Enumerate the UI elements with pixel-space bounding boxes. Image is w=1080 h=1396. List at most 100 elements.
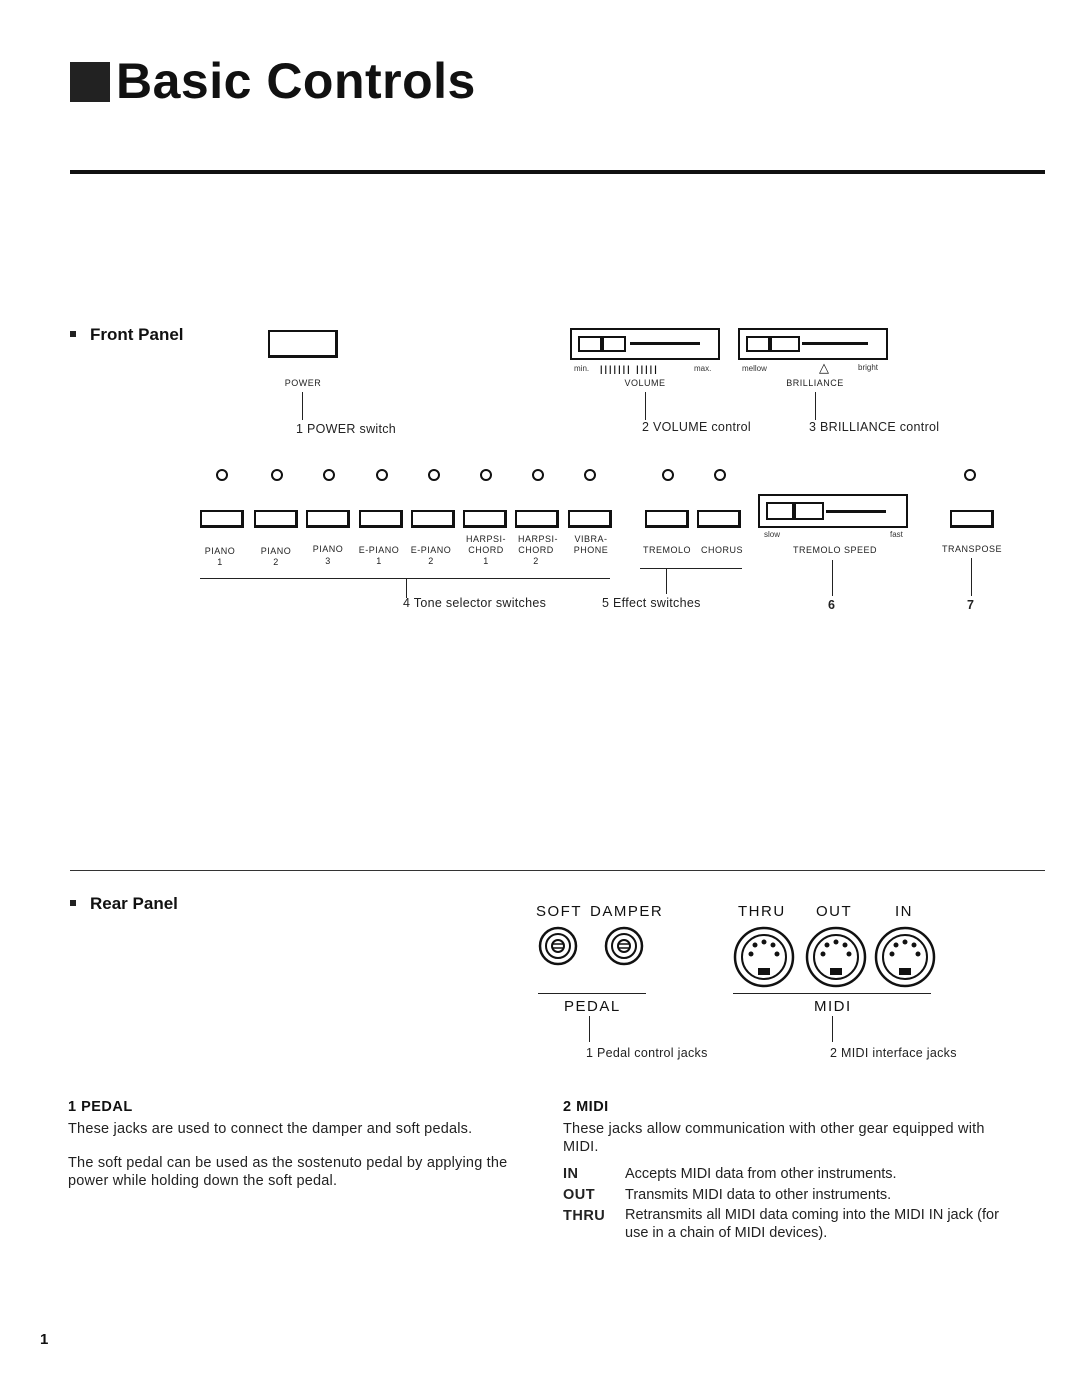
tone-callout: 4 Tone selector switches [403,596,547,610]
volume-label: VOLUME [624,378,666,388]
tone-label: PHONE [573,545,609,555]
volume-max: max. [694,364,712,373]
tone-label: E-PIANO [358,545,400,555]
midi-description-heading: 2 MIDI [563,1099,609,1115]
tone-button-harpsichord-2[interactable] [515,510,559,528]
midi-in-jack[interactable] [874,926,936,988]
pedal-description-paragraph: These jacks are used to connect the damp… [68,1121,473,1137]
volume-track [630,342,700,345]
tremolo-speed-knob[interactable] [766,502,794,520]
volume-knob[interactable] [578,336,602,352]
tone-led [428,469,440,481]
tremolo-speed-label: TREMOLO SPEED [792,545,877,555]
tone-number: 1 [217,557,223,567]
thru-jack-label: THRU [738,903,786,920]
page-number: 1 [40,1331,49,1348]
midi-in-row: IN Accepts MIDI data from other instrume… [563,1164,1008,1184]
tone-button-piano-1[interactable] [200,510,244,528]
brilliance-label: BRILLIANCE [786,378,844,388]
brilliance-knob-right [770,336,800,352]
tone-bracket [200,578,610,579]
transpose-callout-line [971,558,972,596]
tone-led [323,469,335,481]
brilliance-bright: bright [858,363,879,372]
volume-callout: 2 VOLUME control [642,420,752,434]
soft-pedal-jack[interactable] [538,926,578,966]
midi-row-key: OUT [563,1187,596,1203]
tone-number: 2 [428,556,434,566]
pedal-group-label: PEDAL [564,998,621,1015]
tone-number: 3 [325,556,331,566]
tone-label: CHORD [468,545,504,555]
midi-row-text: Retransmits all MIDI data coming into th… [625,1207,999,1241]
tone-label-top: HARPSI- [517,534,558,544]
in-jack-label: IN [895,903,913,920]
midi-row-text: Transmits MIDI data to other instruments… [625,1187,892,1203]
title-marker-icon [70,62,110,102]
volume-min: min. [574,364,590,373]
tone-button-harpsichord-1[interactable] [463,510,507,528]
tone-label-top: VIBRA- [574,534,608,544]
volume-slider[interactable] [570,328,720,360]
power-label: POWER [284,378,322,388]
tremolo-fast: fast [890,530,903,539]
midi-thru-jack[interactable] [733,926,795,988]
tone-button-piano-3[interactable] [306,510,350,528]
midi-row-key: THRU [563,1208,606,1224]
effect-button-tremolo[interactable] [645,510,689,528]
tremolo-speed-slider[interactable] [758,494,908,528]
tone-led [271,469,283,481]
out-jack-label: OUT [816,903,853,920]
midi-row-text: Accepts MIDI data from other instruments… [625,1166,897,1182]
tone-led [532,469,544,481]
tremolo-speed-track [826,510,886,513]
brilliance-slider[interactable] [738,328,888,360]
page-title: Basic Controls [70,52,476,110]
tone-callout-line [406,578,407,598]
tone-label: PIANO [312,544,344,554]
tremolo-slow: slow [764,530,781,539]
tone-led [376,469,388,481]
volume-knob-right [602,336,626,352]
brilliance-mellow: mellow [742,364,767,373]
power-switch[interactable] [268,330,338,358]
tone-led [584,469,596,481]
brilliance-callout: 3 BRILLIANCE control [809,420,940,434]
center-triangle-icon: △ [819,360,829,375]
effect-label: TREMOLO [642,545,691,555]
tone-button-epiano-2[interactable] [411,510,455,528]
effect-callout: 5 Effect switches [602,596,701,610]
tone-label: PIANO [204,546,236,556]
pedal-callout: 1 Pedal control jacks [586,1046,708,1060]
tremolo-speed-knob-right [794,502,824,520]
tone-button-piano-2[interactable] [254,510,298,528]
effect-button-chorus[interactable] [697,510,741,528]
brilliance-knob[interactable] [746,336,770,352]
tone-button-epiano-1[interactable] [359,510,403,528]
tone-number: 1 [376,556,382,566]
damper-pedal-jack[interactable] [604,926,644,966]
tone-number: 2 [273,557,279,567]
midi-row-key: IN [563,1166,579,1182]
volume-callout-line [645,392,646,420]
front-panel-heading: Front Panel [70,325,184,345]
midi-callout: 2 MIDI interface jacks [830,1046,957,1060]
transpose-button[interactable] [950,510,994,528]
brilliance-track [802,342,868,345]
pedal-bracket [538,993,646,994]
effect-label: CHORUS [700,545,743,555]
tone-button-vibraphone[interactable] [568,510,612,528]
power-callout: 1 POWER switch [296,422,397,436]
effect-bracket [640,568,742,569]
soft-jack-label: SOFT [536,903,582,920]
midi-description-paragraph: These jacks allow communication with oth… [563,1121,985,1155]
transpose-led [964,469,976,481]
tremolo-callout: 6 [828,598,836,612]
volume-scale: ||||||| ||||| [600,364,659,374]
title-rule [70,170,1045,174]
tone-number: 1 [483,556,489,566]
tone-label: E-PIANO [410,545,452,555]
midi-out-jack[interactable] [805,926,867,988]
midi-out-row: OUT Transmits MIDI data to other instrum… [563,1185,1008,1205]
pedal-description-heading: 1 PEDAL [68,1099,133,1115]
